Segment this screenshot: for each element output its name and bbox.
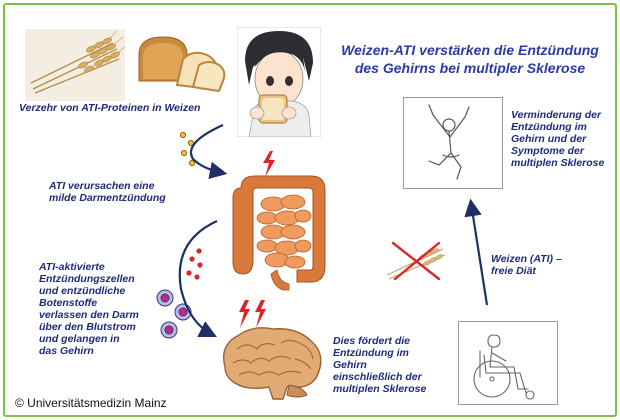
arrow-diet-to-recovery xyxy=(464,198,489,306)
arrow-wheat-to-gut xyxy=(190,123,228,180)
label-promotes: Dies fördert die Entzündung im Gehirn ei… xyxy=(333,335,427,395)
label-activated-cells: ATI-aktivierte Entzündungszellen und ent… xyxy=(39,261,139,357)
arrow-gut-to-brain xyxy=(178,219,218,337)
jumping-person-icon xyxy=(403,97,503,189)
intestine-icon xyxy=(232,175,326,291)
wheat-icon xyxy=(25,29,125,101)
label-mild-inflammation: ATI verursachen eine milde Darmentzündun… xyxy=(49,180,166,204)
particle-dots-icon xyxy=(179,131,196,167)
label-diet: Weizen (ATI) – freie Diät xyxy=(491,253,562,277)
diagram-title: Weizen-ATI verstärken die Entzündung des… xyxy=(341,42,599,76)
wheelchair-person-icon xyxy=(458,321,558,405)
copyright-note: © Universitätsmedizin Mainz xyxy=(15,396,167,410)
diagram-frame: Weizen-ATI verstärken die Entzündung des… xyxy=(3,3,617,417)
lightning-icon xyxy=(263,151,275,177)
boy-eating-icon xyxy=(237,27,321,137)
brain-icon xyxy=(222,327,322,400)
label-consumption: Verzehr von ATI-Proteinen in Weizen xyxy=(19,102,201,114)
label-reduction: Verminderung der Entzündung im Gehirn un… xyxy=(511,109,605,169)
flow-arrows xyxy=(178,123,489,337)
particle-dots-icon xyxy=(186,248,203,280)
crossed-wheat-icon xyxy=(386,241,446,281)
immune-cell-icon xyxy=(156,289,192,339)
lightning-icon xyxy=(239,300,266,328)
bread-icon xyxy=(133,29,229,95)
